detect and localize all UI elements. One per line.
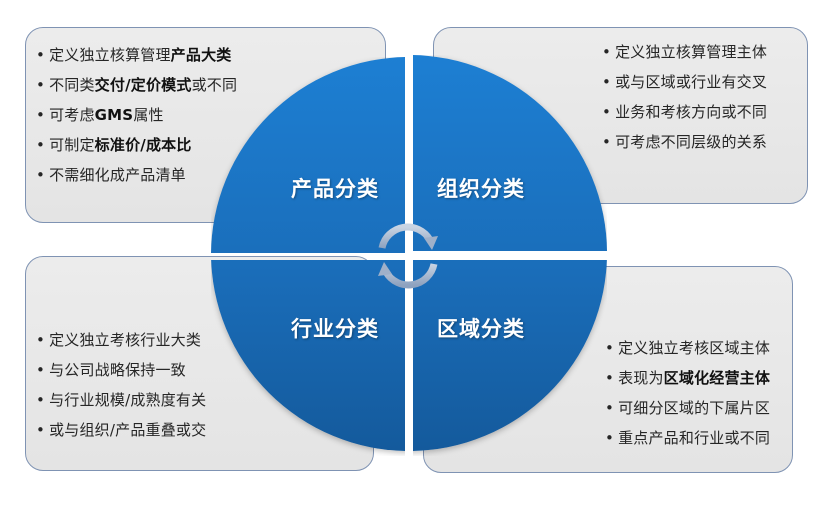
bullet-icon: •: [605, 339, 615, 357]
item-text: 定义独立核算管理主体: [615, 43, 768, 61]
list-item: •表现为区域化经营主体: [605, 363, 770, 393]
quadrant-organization: 组织分类: [413, 55, 607, 251]
bullet-icon: •: [36, 361, 46, 379]
list-item: •或与区域或行业有交叉: [602, 67, 767, 97]
bullet-icon: •: [36, 421, 46, 439]
bullet-icon: •: [36, 391, 46, 409]
item-text: 属性: [133, 106, 164, 124]
list-item: •或与组织/产品重叠或交: [36, 415, 206, 445]
list-item: •可细分区域的下属片区: [605, 393, 770, 423]
bullet-icon: •: [36, 136, 46, 154]
item-text: 业务和考核方向或不同: [615, 103, 768, 121]
list-item: •可制定标准价/成本比: [36, 130, 237, 160]
item-text: 定义独立考核行业大类: [49, 331, 202, 349]
item-text: 定义独立核算管理: [49, 46, 171, 64]
list-item: •重点产品和行业或不同: [605, 423, 770, 453]
bullet-icon: •: [605, 369, 615, 387]
item-text: 可考虑不同层级的关系: [615, 133, 768, 151]
bullet-icon: •: [605, 429, 615, 447]
item-text: 可细分区域的下属片区: [618, 399, 771, 417]
organization-bullet-list: •定义独立核算管理主体 •或与区域或行业有交叉 •业务和考核方向或不同 •可考虑…: [602, 37, 767, 157]
cycle-arrows-icon: [378, 223, 438, 289]
quadrant-region: 区域分类: [413, 260, 607, 456]
item-emphasis: 交付/定价模式: [94, 76, 192, 94]
item-text: 不需细化成产品清单: [49, 166, 186, 184]
quadrant-product: 产品分类: [211, 57, 405, 253]
bullet-icon: •: [36, 76, 46, 94]
list-item: •与行业规模/成熟度有关: [36, 385, 206, 415]
list-item: •业务和考核方向或不同: [602, 97, 767, 127]
quadrant-organization-label: 组织分类: [437, 177, 525, 201]
item-emphasis: 标准价/成本比: [94, 136, 192, 154]
bullet-icon: •: [36, 106, 46, 124]
quadrant-industry: 行业分类: [211, 260, 405, 456]
quadrant-region-label: 区域分类: [437, 317, 525, 341]
quadrant-product-label: 产品分类: [291, 177, 379, 201]
bullet-icon: •: [605, 399, 615, 417]
item-emphasis: 区域化经营主体: [663, 369, 771, 387]
list-item: •定义独立考核行业大类: [36, 325, 206, 355]
item-text: 表现为: [618, 369, 664, 387]
item-text: 定义独立考核区域主体: [618, 339, 771, 357]
list-item: •与公司战略保持一致: [36, 355, 206, 385]
item-emphasis: GMS: [94, 106, 134, 124]
arrow-top-icon: [378, 223, 438, 250]
item-text: 或与组织/产品重叠或交: [49, 421, 207, 439]
item-emphasis: 产品大类: [170, 46, 232, 64]
list-item: •定义独立核算管理产品大类: [36, 40, 237, 70]
list-item: •不同类交付/定价模式或不同: [36, 70, 237, 100]
item-text: 与公司战略保持一致: [49, 361, 186, 379]
bullet-icon: •: [602, 103, 612, 121]
list-item: •定义独立考核区域主体: [605, 333, 770, 363]
bullet-icon: •: [36, 331, 46, 349]
industry-bullet-list: •定义独立考核行业大类 •与公司战略保持一致 •与行业规模/成熟度有关 •或与组…: [36, 325, 206, 445]
item-text: 或与区域或行业有交叉: [615, 73, 768, 91]
bullet-icon: •: [36, 46, 46, 64]
item-text: 与行业规模/成熟度有关: [49, 391, 207, 409]
item-text: 不同类: [49, 76, 95, 94]
bullet-icon: •: [602, 73, 612, 91]
list-item: •定义独立核算管理主体: [602, 37, 767, 67]
item-text: 可制定: [49, 136, 95, 154]
quadrant-industry-label: 行业分类: [291, 317, 379, 341]
product-bullet-list: •定义独立核算管理产品大类 •不同类交付/定价模式或不同 •可考虑GMS属性 •…: [36, 40, 237, 190]
item-text: 重点产品和行业或不同: [618, 429, 771, 447]
list-item: •可考虑GMS属性: [36, 100, 237, 130]
item-text: 可考虑: [49, 106, 95, 124]
region-bullet-list: •定义独立考核区域主体 •表现为区域化经营主体 •可细分区域的下属片区 •重点产…: [605, 333, 770, 453]
bullet-icon: •: [602, 43, 612, 61]
list-item: •可考虑不同层级的关系: [602, 127, 767, 157]
list-item: •不需细化成产品清单: [36, 160, 237, 190]
bullet-icon: •: [602, 133, 612, 151]
item-text: 或不同: [191, 76, 238, 94]
bullet-icon: •: [36, 166, 46, 184]
arrow-bottom-icon: [378, 262, 438, 289]
